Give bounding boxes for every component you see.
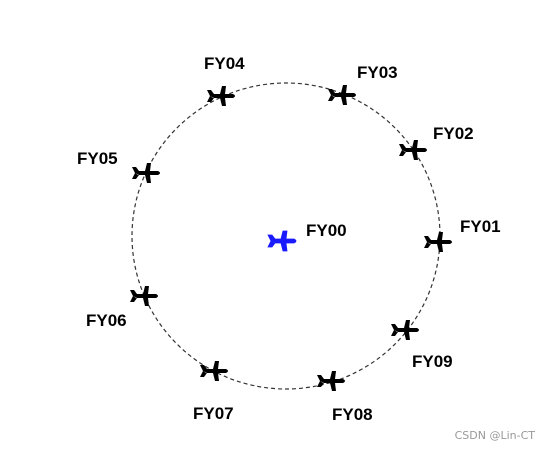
label-fy01: FY01 [460,217,501,236]
follower-fy07: FY07 [193,361,234,423]
label-fy03: FY03 [357,63,398,82]
label-fy02: FY02 [433,124,474,143]
follower-fy05: FY05 [77,149,160,183]
plane-icon [328,85,356,105]
follower-fy03: FY03 [328,63,398,105]
label-fy04: FY04 [204,54,245,73]
label-fy09: FY09 [412,352,453,371]
plane-icon [424,232,452,252]
label-fy08: FY08 [332,405,373,424]
plane-icon [399,140,427,160]
label-fy06: FY06 [86,311,127,330]
plane-icon [132,163,160,183]
plane-icon [130,286,158,306]
label-fy00: FY00 [306,221,347,240]
plane-icon [200,361,228,381]
follower-fy09: FY09 [391,320,453,371]
follower-fy08: FY08 [317,371,373,424]
follower-fy01: FY01 [424,217,501,252]
watermark: CSDN @Lin-CT [454,429,535,442]
plane-icon [391,320,419,340]
follower-fy04: FY04 [204,54,245,106]
plane-icon [207,86,235,106]
label-fy05: FY05 [77,149,118,168]
leader-plane-icon [267,230,297,252]
plane-icon [317,371,345,391]
label-fy07: FY07 [193,404,234,423]
follower-fy02: FY02 [399,124,474,160]
follower-fy06: FY06 [86,286,158,330]
